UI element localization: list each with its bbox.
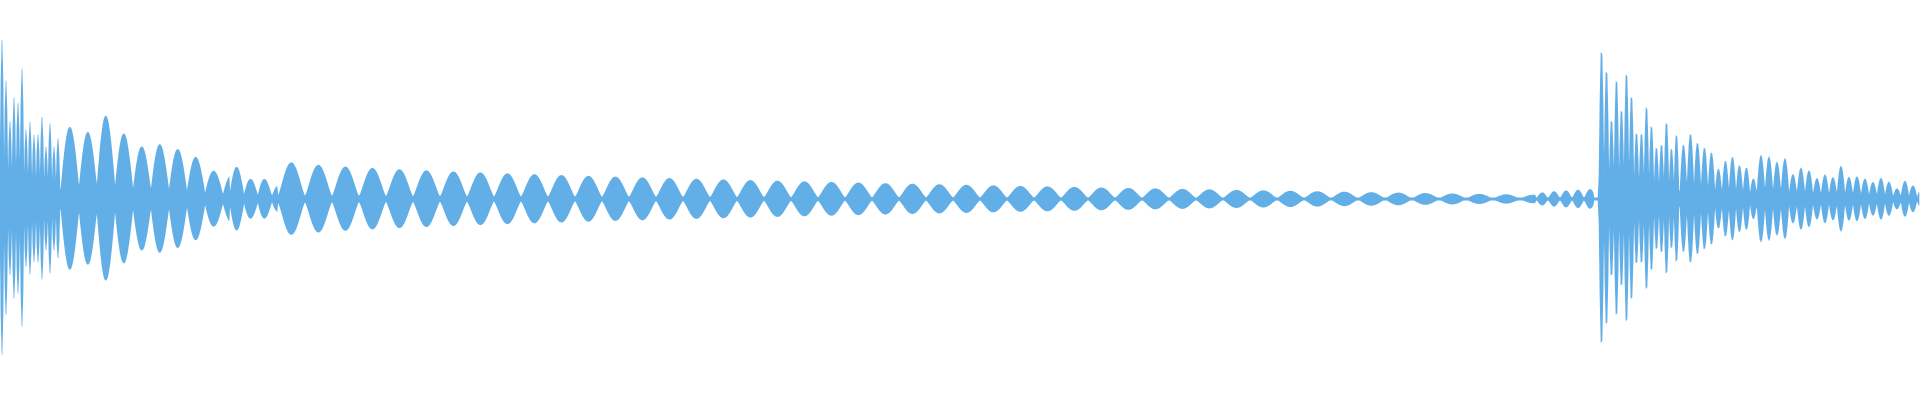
waveform-shape [0, 39, 1920, 355]
